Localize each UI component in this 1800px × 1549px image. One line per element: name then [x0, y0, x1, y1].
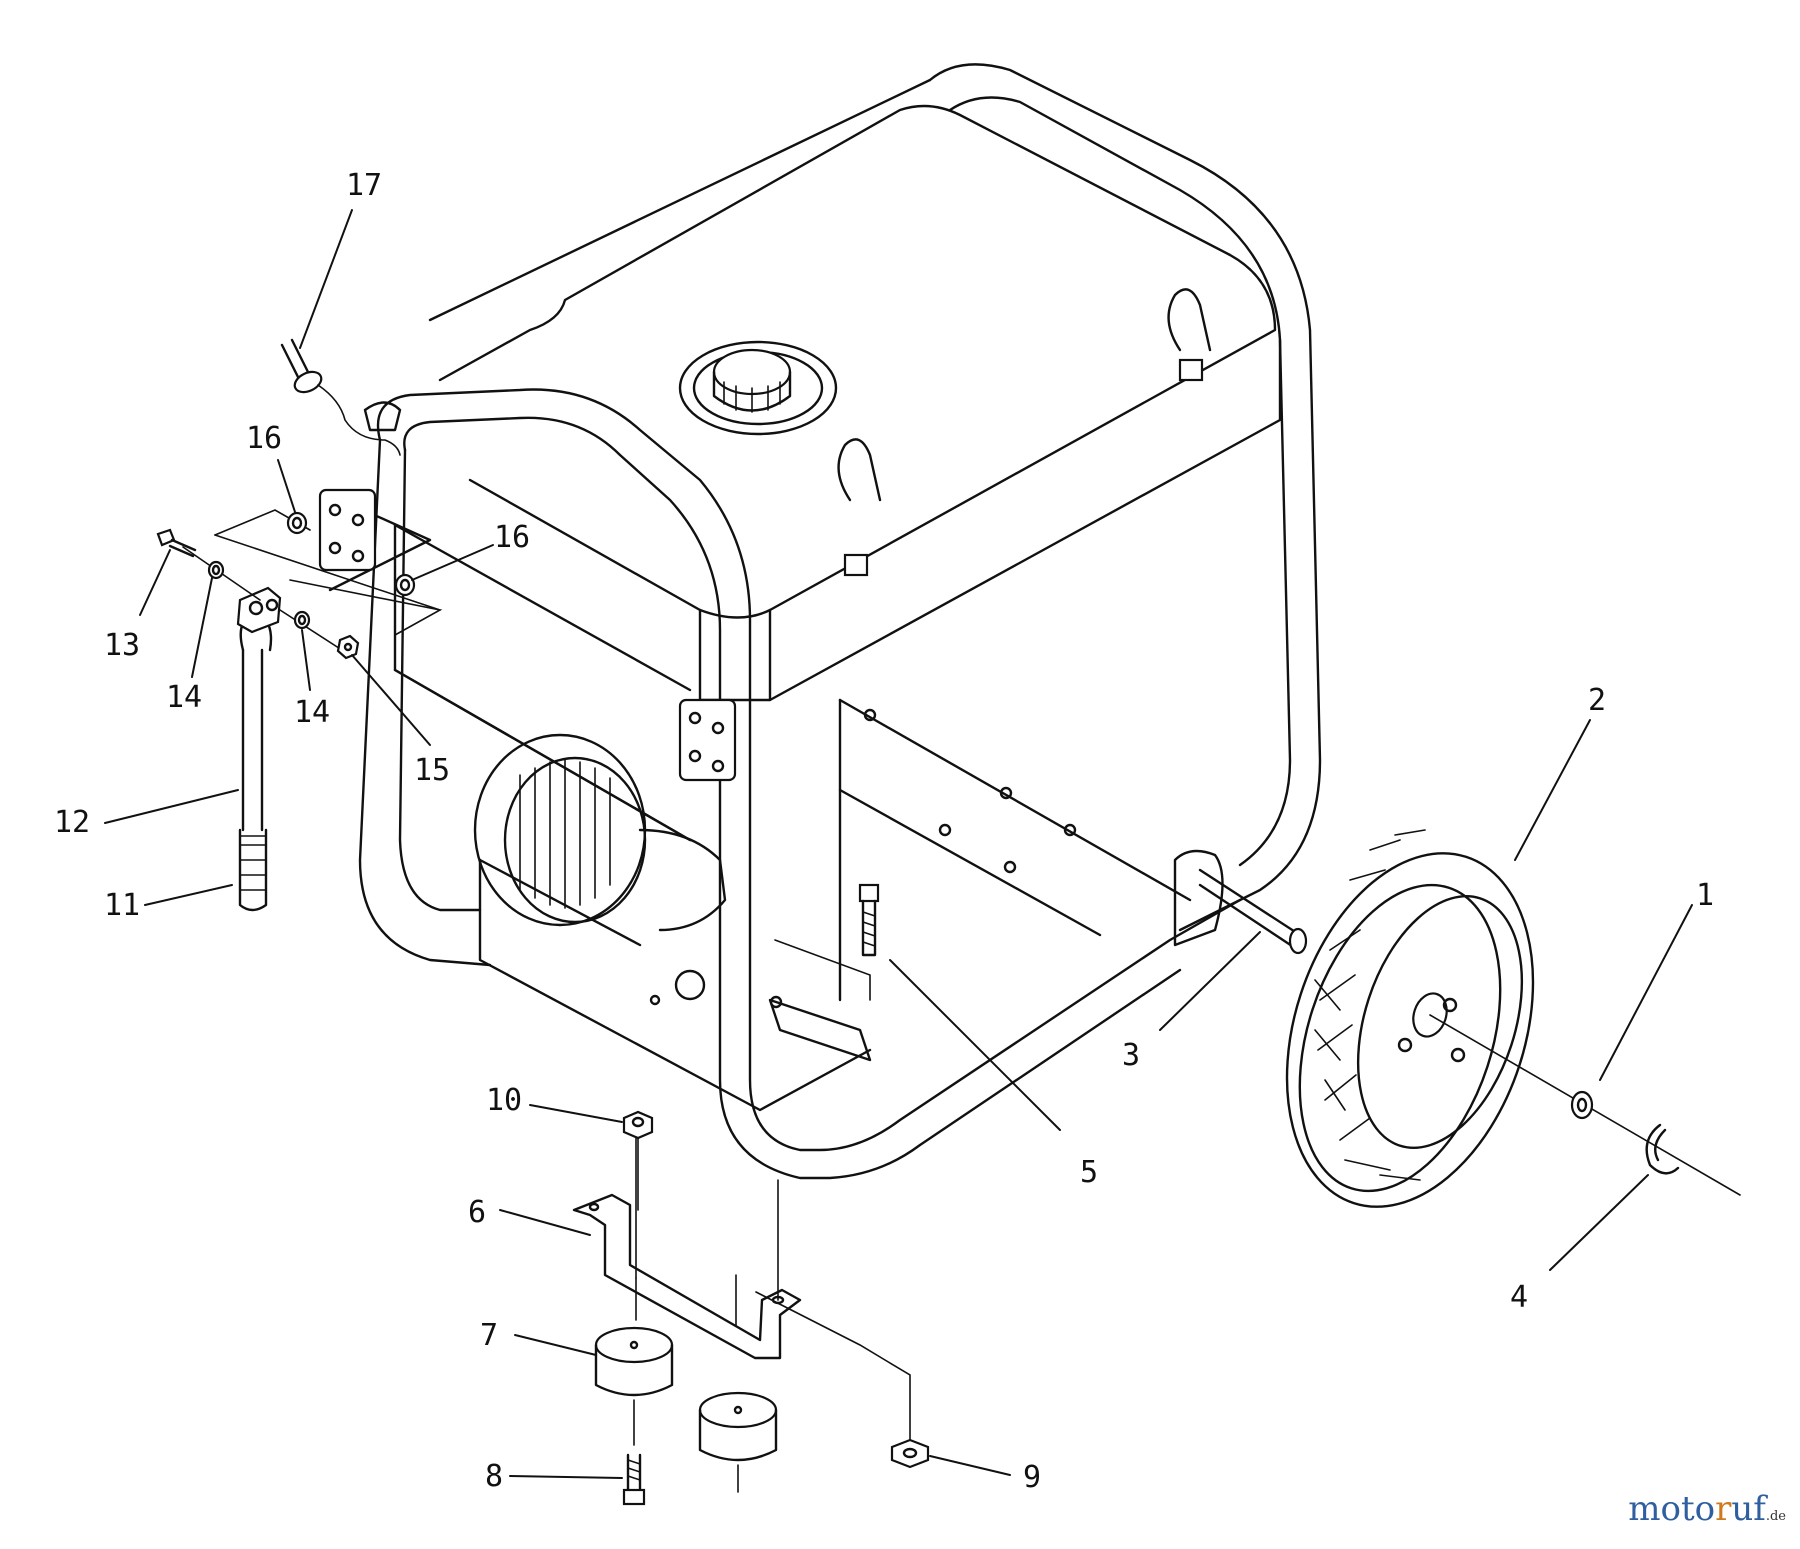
vibration-mount	[572, 1110, 930, 1506]
wheel-hardware	[1429, 1014, 1741, 1196]
callout-6: 6	[468, 1195, 486, 1230]
watermark-part3: uf	[1731, 1489, 1766, 1529]
axle	[1198, 868, 1308, 955]
watermark-part1: moto	[1628, 1489, 1716, 1529]
callout-4: 4	[1510, 1280, 1528, 1315]
callout-3: 3	[1122, 1038, 1140, 1073]
callout-16a: 16	[246, 421, 282, 456]
watermark-part2: r	[1715, 1489, 1732, 1529]
callout-14b: 14	[294, 695, 330, 730]
wheel	[1285, 829, 1535, 1208]
bolt-part-5	[858, 883, 880, 957]
callout-15: 15	[414, 753, 450, 788]
callout-9: 9	[1023, 1460, 1041, 1495]
callout-10: 10	[486, 1083, 522, 1118]
leader-lines	[104, 209, 1693, 1479]
watermark-logo: motoruf.de	[1628, 1489, 1786, 1529]
watermark-suffix: .de	[1765, 1509, 1786, 1524]
callout-8: 8	[485, 1459, 503, 1494]
callout-numbers: 1 2 3 4 5 6 7 8 9 10 11 12 13 14 14 15 1…	[54, 168, 1714, 1495]
callout-7: 7	[480, 1318, 498, 1353]
callout-5: 5	[1080, 1155, 1098, 1190]
callout-11: 11	[104, 888, 140, 923]
callout-2: 2	[1588, 683, 1606, 718]
handle-assembly	[156, 338, 443, 912]
base-rails	[768, 698, 1224, 1062]
callout-17: 17	[346, 168, 382, 203]
callout-14a: 14	[166, 680, 202, 715]
callout-1: 1	[1696, 878, 1714, 913]
engine-assembly	[473, 733, 872, 1112]
callout-13: 13	[104, 628, 140, 663]
callout-16b: 16	[494, 520, 530, 555]
callout-12: 12	[54, 805, 90, 840]
fuel-tank	[438, 104, 1282, 702]
generator-frame	[358, 63, 1322, 1180]
